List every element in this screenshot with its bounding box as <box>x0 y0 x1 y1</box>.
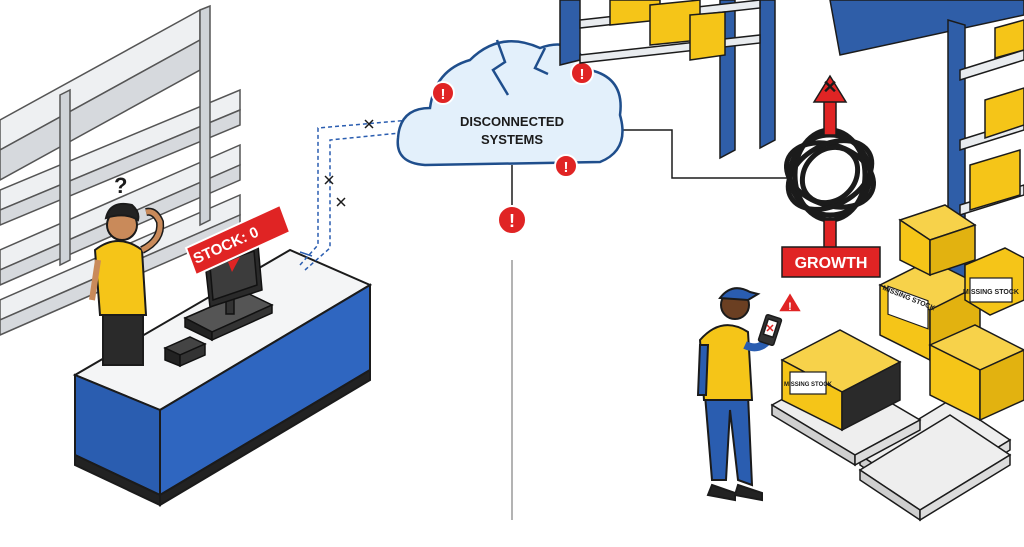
warehouse-worker <box>696 287 774 502</box>
missing-stock-tag-2: MISSING STOCK <box>963 277 1019 303</box>
handheld-scanner-icon <box>757 313 783 347</box>
growth-label: GROWTH <box>781 246 881 278</box>
alert-icon-cloud-left: ! <box>431 81 455 105</box>
disconnected-systems-cloud: DISCONNECTED SYSTEMS <box>396 39 624 167</box>
cloud-title-line2: SYSTEMS <box>481 132 543 147</box>
cloud-to-knot-link <box>615 129 790 179</box>
growth-text: GROWTH <box>795 255 868 272</box>
broken-network-links <box>299 119 411 271</box>
alert-glyph: ! <box>788 301 792 313</box>
warehouse-rack-back <box>559 0 776 160</box>
missing-stock-text-3: MISSING STOCK <box>784 382 833 388</box>
link-break-marks <box>324 119 374 207</box>
alert-icon-cloud-top-right: ! <box>570 61 594 85</box>
empty-pallet-stack <box>858 399 1012 522</box>
tangled-knot-icon <box>783 127 877 223</box>
growth-arrow-icon: ✕ <box>812 74 848 251</box>
alert-glyph: ! <box>580 66 585 83</box>
confused-store-clerk <box>89 202 165 366</box>
warehouse-rack-right <box>959 19 1024 217</box>
alert-icon-below-cloud: ! <box>497 205 527 235</box>
missing-stock-text-2: MISSING STOCK <box>963 289 1019 296</box>
stacked-boxes <box>780 204 1024 432</box>
alert-icon-cloud-bottom-right: ! <box>554 154 578 178</box>
growth-blocked-mark: ✕ <box>822 77 837 97</box>
card-reader-icon <box>163 336 207 368</box>
alert-glyph: ! <box>509 211 515 231</box>
scanner-warning-icon: ! <box>776 290 804 313</box>
alert-glyph: ! <box>441 86 446 103</box>
alert-glyph: ! <box>564 159 569 176</box>
missing-stock-tag-3: MISSING STOCK <box>784 371 833 395</box>
question-mark: ? <box>114 173 127 198</box>
cloud-title-line1: DISCONNECTED <box>460 114 564 129</box>
